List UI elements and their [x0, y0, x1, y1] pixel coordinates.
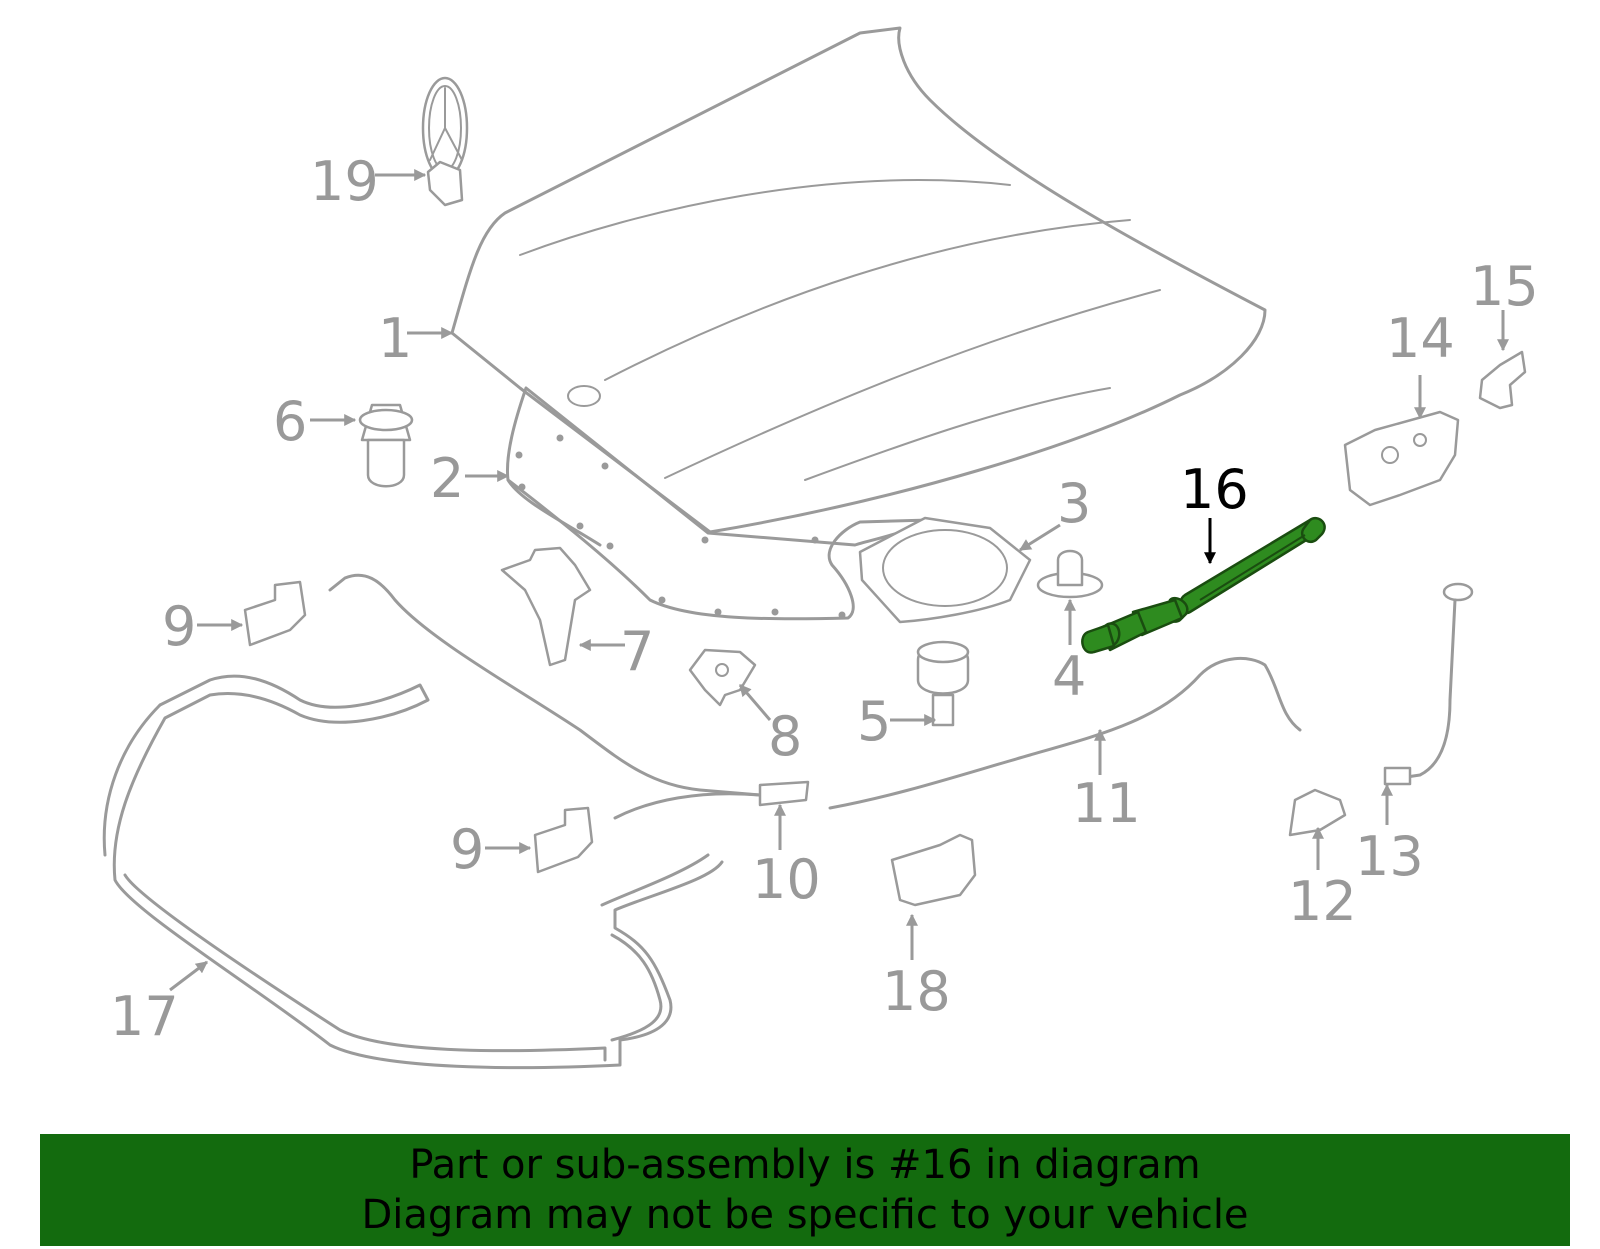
callout-3: 3 [1057, 472, 1091, 535]
callout-1: 1 [378, 307, 412, 370]
part-clip-4 [1036, 549, 1104, 599]
callout-11: 11 [1072, 772, 1141, 835]
callout-10: 10 [752, 848, 821, 911]
part-grommet [358, 403, 414, 488]
part-hood-seal [102, 674, 724, 1070]
callout-5: 5 [857, 690, 891, 753]
part-hood-latch [1343, 410, 1460, 507]
callout-14: 14 [1386, 307, 1455, 370]
callout-8: 8 [768, 705, 802, 768]
callout-19: 19 [310, 150, 379, 213]
part-insulation-pad [858, 516, 1032, 624]
part-hood-emblem [421, 76, 469, 207]
part-hinge-bracket [500, 546, 592, 667]
part-release-cable [328, 573, 810, 820]
callout-arrows [169, 169, 1509, 992]
callout-9a: 9 [162, 595, 196, 658]
part-gas-strut [1081, 517, 1326, 654]
callout-2: 2 [430, 447, 464, 510]
callout-7: 7 [620, 620, 654, 683]
part-hood-panel [450, 26, 1267, 534]
callout-15: 15 [1470, 255, 1539, 318]
part-clip-9a [243, 580, 307, 647]
callout-12: 12 [1288, 870, 1357, 933]
banner-line-2: Diagram may not be specific to your vehi… [361, 1192, 1249, 1238]
part-latch-bracket [890, 833, 977, 907]
callout-6: 6 [273, 390, 307, 453]
part-mount-bracket [688, 648, 757, 707]
part-bumper-stop [916, 640, 970, 727]
part-cable-11 [828, 656, 1302, 810]
callout-13: 13 [1355, 825, 1424, 888]
info-banner: Part or sub-assembly is #16 in diagram D… [40, 1134, 1570, 1246]
part-hood-inner-frame [505, 386, 932, 621]
part-lock-catch [1288, 788, 1347, 837]
callout-17: 17 [110, 985, 179, 1048]
callout-4: 4 [1052, 645, 1086, 708]
banner-line-1: Part or sub-assembly is #16 in diagram [409, 1142, 1201, 1188]
callout-16: 16 [1180, 458, 1249, 521]
callout-9b: 9 [450, 818, 484, 881]
part-clip-9b [533, 806, 594, 874]
part-small-bracket [1478, 350, 1527, 410]
part-rod [1383, 582, 1474, 786]
callout-18: 18 [882, 960, 951, 1023]
